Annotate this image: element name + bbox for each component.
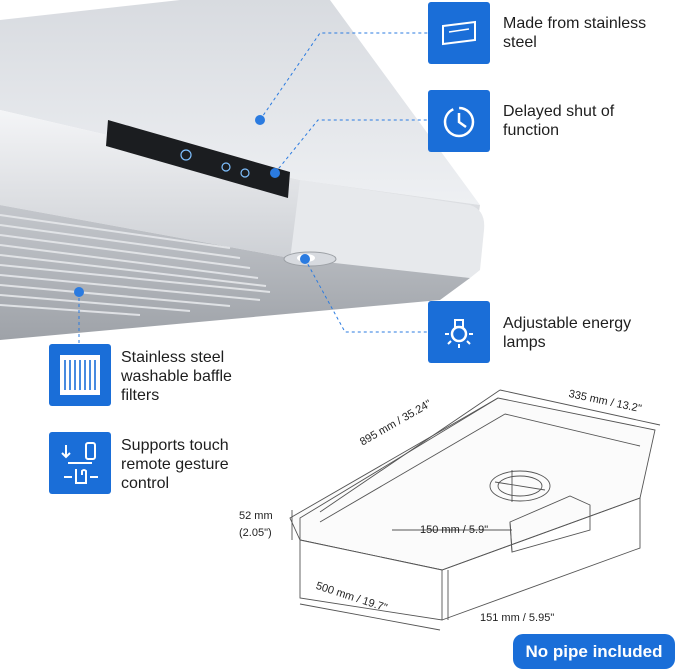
filters-feature-icon-box	[49, 344, 111, 406]
feature-controls-label: Supports touch remote gesture control	[121, 437, 229, 492]
dimension-duct-label: 150 mm / 5.9"	[420, 524, 489, 536]
hood-top	[0, 0, 480, 205]
feature-delay-label: Delayed shut of function	[503, 103, 615, 139]
steel-sheet-icon	[442, 20, 476, 46]
callout-dot	[255, 115, 265, 125]
feature-filters-label: Stainless steel washable baffle filters	[121, 349, 232, 404]
light-button-icon	[240, 168, 250, 178]
callout-dot	[300, 254, 310, 264]
callout-dot	[74, 287, 84, 297]
feature-stainless-label: Made from stainless steel	[503, 15, 647, 51]
dimension-height-label: 52 mm	[239, 510, 273, 522]
stainless-feature-icon-box	[428, 2, 490, 64]
dimension-height-in-label: (2.05")	[239, 527, 272, 539]
delay-feature-icon-box	[428, 90, 490, 152]
dimension-drawing	[289, 389, 661, 631]
feature-lamps-label: Adjustable energy lamps	[503, 315, 632, 351]
control-panel	[106, 120, 290, 198]
dimension-front-height-label: 151 mm / 5.95"	[480, 612, 555, 624]
controls-feature-icon-box	[49, 432, 111, 494]
hood-edge	[290, 180, 485, 278]
baffle-filter-grid	[0, 214, 271, 316]
lamps-feature-icon-box	[428, 301, 490, 363]
light-bulb-icon	[445, 319, 473, 348]
fan-button-icon	[221, 162, 231, 172]
no-pipe-badge: No pipe included	[513, 634, 675, 669]
timer-icon	[443, 106, 475, 138]
hood-underside	[0, 205, 470, 340]
baffle-filter-icon	[60, 355, 100, 395]
callout-dot	[270, 168, 280, 178]
gesture-control-icon	[61, 442, 98, 484]
power-button-icon	[180, 149, 192, 161]
